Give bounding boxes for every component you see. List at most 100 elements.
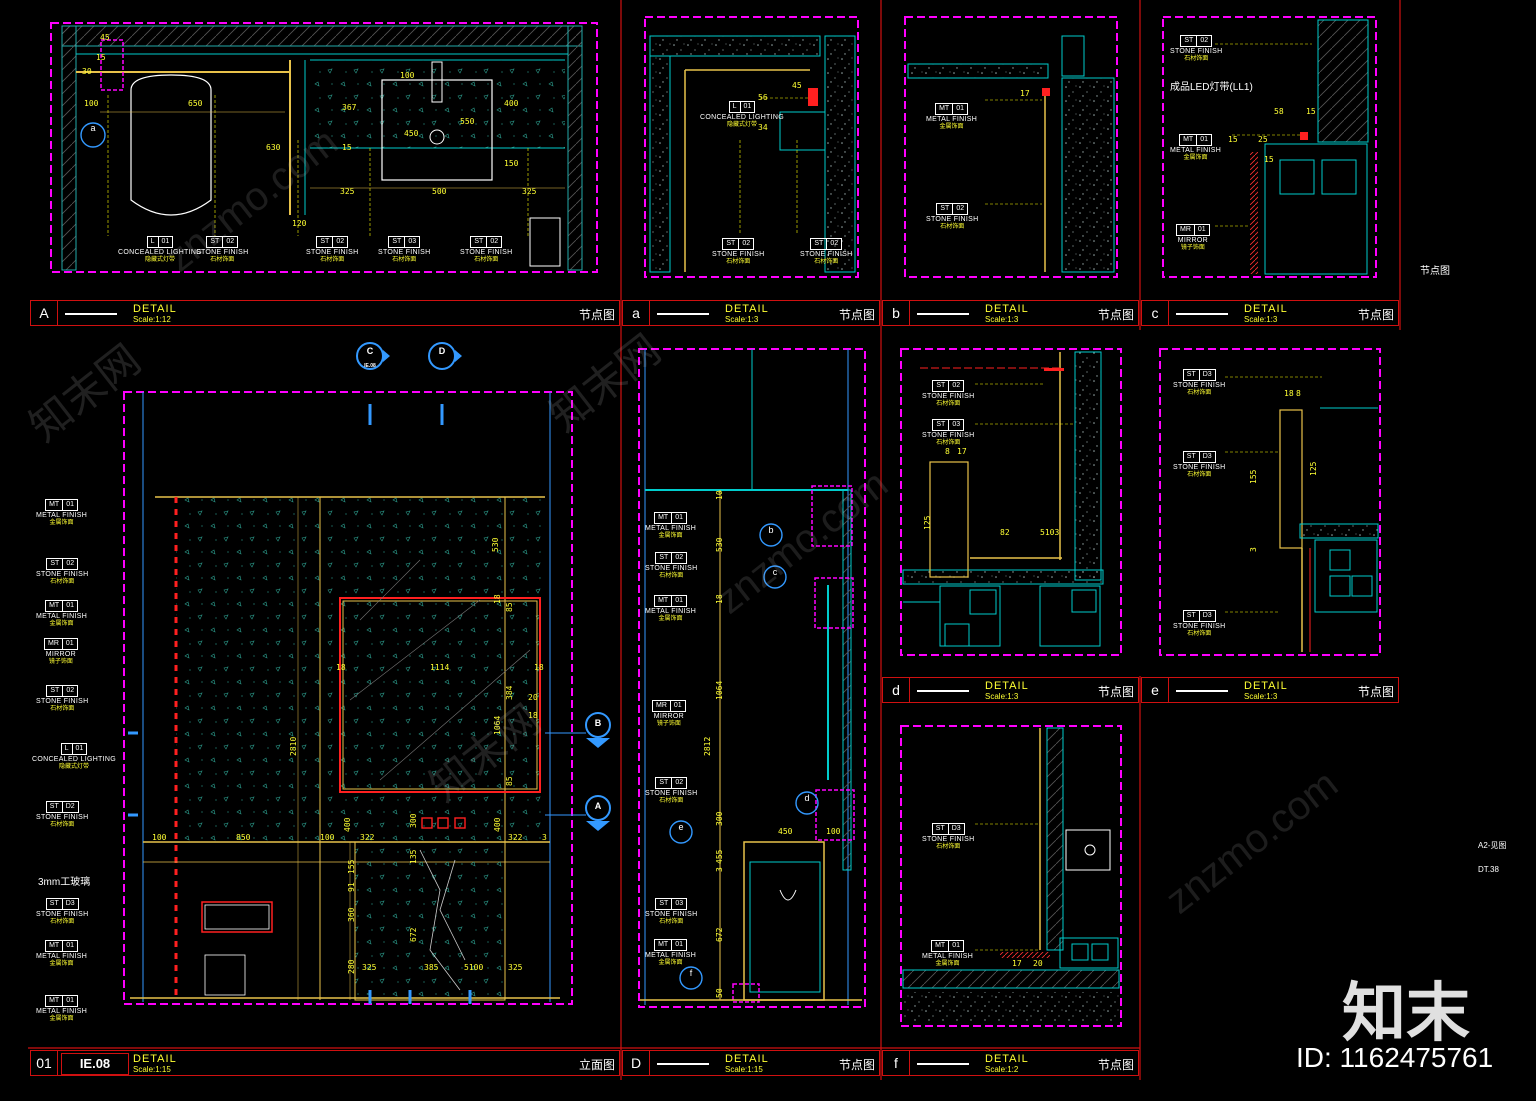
title-bar-a: a DETAIL Scale:1:3 节点图 [622, 300, 880, 326]
loose-node-note: 节点图 [1420, 266, 1450, 277]
title-bar-cn: 节点图 [1097, 1058, 1134, 1072]
dim: 100 [400, 71, 415, 80]
title-bar-e: e DETAIL Scale:1:3 节点图 [1141, 677, 1399, 703]
title-bar-scale: Scale:1:15 [133, 1065, 171, 1074]
dims-01: 530 18 85 1114 18 18 1064 384 20 18 2810… [152, 537, 547, 974]
dim: 3 [1249, 547, 1258, 552]
title-bar-sheet-ref: IE.08 [61, 1053, 129, 1075]
title-bar-scale: Scale:1:12 [133, 315, 171, 324]
title-bar-title: DETAIL [725, 303, 769, 315]
dim: 450 [778, 827, 793, 836]
title-bar-scale: Scale:1:15 [725, 1065, 763, 1074]
dim: 15 [96, 53, 106, 62]
dim: 34 [758, 123, 768, 132]
title-bar-cn: 节点图 [1097, 685, 1134, 699]
section-ref-d: D [439, 346, 446, 356]
sheet-ref: IE.08 [364, 363, 376, 369]
title-bar-scale: Scale:1:2 [985, 1065, 1019, 1074]
watermark-brand: 知末 [1342, 977, 1470, 1049]
dim: 1064 [715, 681, 724, 700]
title-bar-cn: 节点图 [1357, 308, 1394, 322]
title-bar-id: f [883, 1051, 910, 1075]
dim: 150 [504, 159, 519, 168]
dim: 650 [188, 99, 203, 108]
dim: 18 [336, 663, 346, 672]
detail-ref-e-marker: e [678, 822, 683, 832]
title-bar-title: DETAIL [985, 680, 1029, 692]
dim: 85 [505, 602, 514, 612]
dim: 100 [320, 833, 335, 842]
dim: 530 [491, 537, 500, 552]
dim: 18 [534, 663, 544, 672]
dim: 367 [342, 103, 357, 112]
dim: 125 [923, 515, 932, 530]
dim: 17 [957, 447, 967, 456]
dim: 3 [542, 833, 547, 842]
dims-D: 10 530 18 1064 2812 300 450 100 3 455 67… [703, 490, 841, 998]
dim: 25 [1258, 135, 1268, 144]
detail-b-section [904, 16, 1118, 278]
title-bar-cn: 节点图 [838, 1058, 875, 1072]
dim: 58 [1274, 107, 1284, 116]
dim: 18 [715, 594, 724, 604]
dim: 18 [493, 594, 502, 604]
dim: 155 [347, 859, 356, 874]
dim: 120 [292, 219, 307, 228]
led-strip-note: 成品LED灯带(LL1) [1170, 82, 1253, 93]
dim: 5100 [464, 963, 483, 972]
dim: 15 [342, 143, 352, 152]
dims-f: 17 20 [1012, 959, 1043, 968]
section-marker-labels: C D B A IE.08 [364, 346, 602, 811]
section-D [638, 348, 866, 1008]
title-bar-id: D [623, 1051, 650, 1075]
title-bar-scale: Scale:1:3 [985, 692, 1019, 701]
glass-note: 3mm工玻璃 [38, 877, 91, 888]
dim: 17 [1020, 89, 1030, 98]
title-bar-D: D DETAIL Scale:1:15 节点图 [622, 1050, 880, 1076]
title-bar-cn: 节点图 [838, 308, 875, 322]
dim: 155 [1249, 469, 1258, 484]
title-bar-id: c [1142, 301, 1169, 325]
title-bar-b: b DETAIL Scale:1:3 节点图 [882, 300, 1139, 326]
section-ref-c: C [367, 346, 374, 356]
detail-f-section [900, 725, 1122, 1027]
title-bar-id: b [883, 301, 910, 325]
dim: 300 [409, 813, 418, 828]
title-bar-id: 01 [31, 1051, 58, 1075]
title-bar-cn: 节点图 [578, 308, 615, 322]
dim: 20 [528, 693, 538, 702]
title-bar-id: a [623, 301, 650, 325]
dims-c: 58 15 25 15 15 [1228, 107, 1316, 164]
title-bar-d: d DETAIL Scale:1:3 节点图 [882, 677, 1139, 703]
dim: 325 [340, 187, 355, 196]
dim: 672 [715, 927, 724, 942]
dims-a: 45 56 34 [758, 81, 802, 132]
detail-ref-a-marker: a [90, 123, 95, 133]
sheet-grid [28, 0, 1401, 1080]
detail-c-section [1162, 16, 1377, 278]
title-bar-title: DETAIL [985, 1053, 1029, 1065]
dim: 82 [1000, 528, 1010, 537]
dim: 18 [528, 711, 538, 720]
dim: 385 [424, 963, 439, 972]
dim: 325 [522, 187, 537, 196]
section-ref-a: A [595, 801, 602, 811]
title-bar-title: DETAIL [133, 1053, 177, 1065]
dim: 500 [432, 187, 447, 196]
title-bar-title: DETAIL [133, 303, 177, 315]
